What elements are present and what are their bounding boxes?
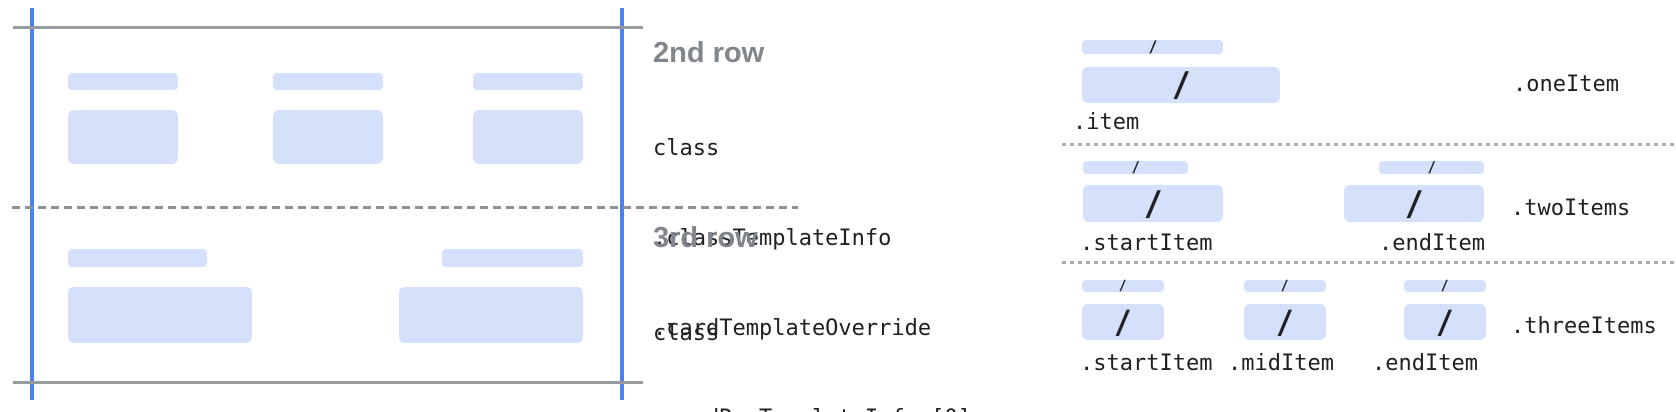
start-item-value-bar: / — [1083, 183, 1223, 224]
start-item-label-bar: / — [1082, 278, 1164, 294]
row-divider-dashed-line — [12, 206, 798, 209]
field-label-bar — [273, 73, 383, 90]
left-guide-line — [30, 8, 34, 400]
top-guide-line — [13, 26, 643, 29]
field-label-bar — [68, 249, 207, 267]
field-value-block — [399, 287, 583, 343]
row-separator-dotted-line — [1062, 143, 1676, 146]
code-line: .cardTemplateOverride — [653, 316, 932, 341]
field-label-bar — [442, 249, 583, 267]
end-item-value-bar: / — [1404, 303, 1486, 341]
mid-item-value-bar: / — [1244, 303, 1326, 341]
three-items-row-label: .threeItems — [1511, 314, 1657, 339]
mid-item-label-bar: / — [1244, 278, 1326, 294]
field-value-block — [273, 110, 383, 164]
item-label-bar: / — [1082, 37, 1223, 56]
third-row-code-path: class .classTemplateInfo .cardTemplateOv… — [653, 259, 971, 412]
code-line: class — [653, 321, 720, 346]
end-item-field-label: .endItem — [1379, 231, 1485, 256]
slash-glyph: / — [1437, 303, 1453, 341]
item-value-bar: / — [1082, 65, 1280, 105]
slash-glyph: / — [1119, 278, 1127, 294]
code-line: class — [653, 136, 720, 161]
slash-glyph: / — [1148, 37, 1157, 56]
end-item-field-label: .endItem — [1372, 351, 1478, 376]
one-item-row-label: .oneItem — [1513, 72, 1619, 97]
code-line: .classTemplateInfo — [653, 226, 892, 251]
slash-glyph: / — [1172, 65, 1190, 105]
row-separator-dotted-line — [1062, 261, 1676, 264]
slash-glyph: / — [1281, 278, 1289, 294]
start-item-value-bar: / — [1082, 303, 1164, 341]
second-row-code-path: class .classTemplateInfo .cardTemplateOv… — [653, 74, 971, 412]
slash-glyph: / — [1144, 183, 1162, 224]
right-guide-line — [620, 8, 624, 400]
field-value-block — [68, 287, 252, 343]
item-field-label: .item — [1073, 110, 1140, 135]
field-value-block — [68, 110, 178, 164]
field-label-bar — [473, 73, 583, 90]
bottom-guide-line — [13, 381, 643, 384]
slash-glyph: / — [1405, 183, 1423, 224]
end-item-value-bar: / — [1344, 183, 1484, 224]
mid-item-field-label: .midItem — [1228, 351, 1334, 376]
second-row-heading: 2nd row — [653, 37, 765, 69]
end-item-label-bar: / — [1379, 158, 1484, 176]
field-value-block — [473, 110, 583, 164]
end-item-label-bar: / — [1404, 278, 1486, 294]
start-item-label-bar: / — [1083, 158, 1188, 176]
slash-glyph: / — [1427, 158, 1436, 176]
slash-glyph: / — [1131, 158, 1140, 176]
slash-glyph: / — [1441, 278, 1449, 294]
two-items-row-label: .twoItems — [1511, 196, 1631, 221]
third-row-heading: 3rd row — [653, 222, 758, 254]
field-label-bar — [68, 73, 178, 90]
code-line: .cardRowTemplateInfos[0] — [653, 404, 971, 412]
slash-glyph: / — [1115, 303, 1131, 341]
start-item-field-label: .startItem — [1080, 231, 1213, 256]
start-item-field-label: .startItem — [1080, 351, 1213, 376]
slash-glyph: / — [1277, 303, 1293, 341]
